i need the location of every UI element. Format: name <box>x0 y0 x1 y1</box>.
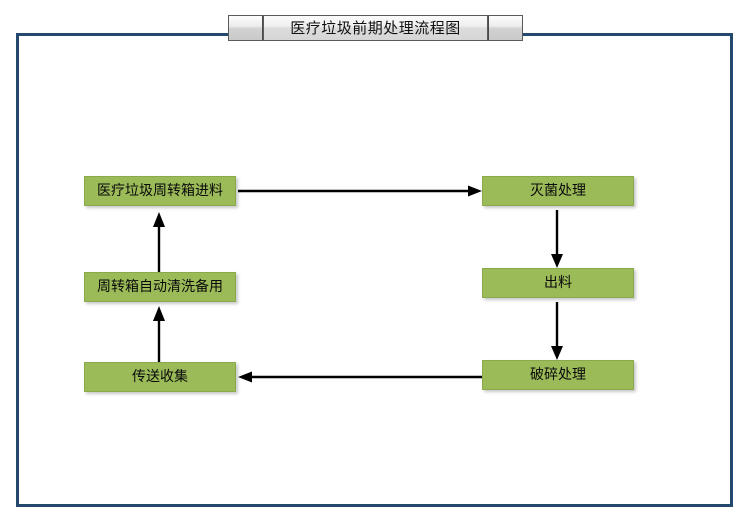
edge-sterilize-to-discharge-arrow-icon <box>548 210 566 268</box>
node-collect[interactable]: 传送收集 <box>84 362 236 392</box>
title-bar: 医疗垃圾前期处理流程图 <box>228 15 523 41</box>
node-discharge[interactable]: 出料 <box>482 268 634 298</box>
node-wash-label: 周转箱自动清洗备用 <box>97 279 223 295</box>
node-intake[interactable]: 医疗垃圾周转箱进料 <box>84 176 236 206</box>
edge-discharge-to-crush-arrow-icon <box>548 302 566 360</box>
edge-intake-to-sterilize-arrow-icon <box>238 182 482 200</box>
edge-wash-to-intake-arrow-icon <box>150 212 168 272</box>
node-crush[interactable]: 破碎处理 <box>482 360 634 390</box>
node-wash[interactable]: 周转箱自动清洗备用 <box>84 272 236 302</box>
title-bar-left-cap <box>228 15 263 41</box>
page-title: 医疗垃圾前期处理流程图 <box>290 18 461 37</box>
edge-crush-to-collect-arrow-icon <box>238 368 482 386</box>
title-bar-panel: 医疗垃圾前期处理流程图 <box>263 15 488 41</box>
node-discharge-label: 出料 <box>544 275 572 291</box>
node-crush-label: 破碎处理 <box>530 367 586 383</box>
node-intake-label: 医疗垃圾周转箱进料 <box>97 183 223 199</box>
node-sterilize-label: 灭菌处理 <box>530 183 586 199</box>
title-bar-right-cap <box>488 15 523 41</box>
edge-collect-to-wash-arrow-icon <box>150 306 168 362</box>
node-sterilize[interactable]: 灭菌处理 <box>482 176 634 206</box>
node-collect-label: 传送收集 <box>132 369 188 385</box>
